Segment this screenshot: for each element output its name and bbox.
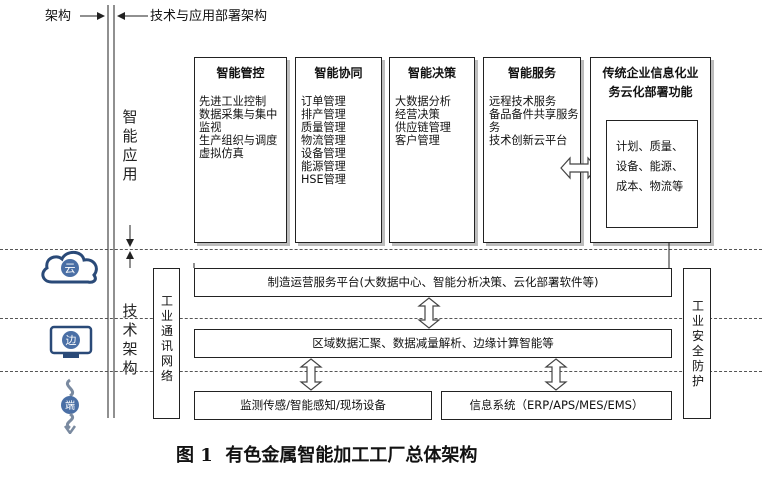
figure-caption: 图 1 有色金属智能加工工厂总体架构 [176,445,478,466]
module-item: 备品备件共享服务 [489,108,579,121]
manufacturing-platform: 制造运营服务平台(大数据中心、智能分析决策、云化部署软件等) [194,268,672,297]
module-title: 智能服务 [507,66,556,80]
module-item: 远程技术服务 [489,95,557,108]
double-arrow-edge-sensing [299,358,323,391]
module-item: 供应链管理 [395,121,451,134]
sensing-label: 监测传感/智能感知/现场设备 [240,398,386,412]
layer-divider-edge [0,318,762,319]
sensing-devices: 监测传感/智能感知/现场设备 [194,391,432,420]
module-item: 生产组织与调度 [199,134,278,147]
side-comm-label: 工业通讯网络 [160,294,173,383]
module-item: 大数据分析 [395,95,451,108]
module-smart-collaboration: 智能协同 订单管理 排产管理 质量管理 物流管理 设备管理 能源管理 HSE管理 [295,57,382,243]
information-systems: 信息系统（ERP/APS/MES/EMS） [441,391,672,420]
module-item: 质量管理 [301,121,346,134]
module-item: 经营决策 [395,108,440,121]
traditional-inner-box: 计划、质量、 设备、能源、 成本、物流等 [606,120,698,228]
module-item: 能源管理 [301,160,346,173]
end-layer-label: 端 [65,399,75,412]
edge-layer-label: 边 [66,334,77,347]
layer-divider-end [0,371,762,372]
module-item: HSE管理 [301,173,346,186]
module-item: 设备管理 [301,147,346,160]
edge-bar-label: 区域数据汇聚、数据减量解析、边缘计算智能等 [312,336,554,350]
module-title: 智能管控 [216,66,265,80]
axis-label-smart-app: 智能应用 [122,108,138,183]
traditional-item: 成本、物流等 [616,180,684,193]
module-item: 数据采集与集中 [199,108,278,121]
header-deploy-label: 技术与应用部署架构 [150,9,268,24]
end-device-icon: 端 [55,378,85,438]
cloud-icon: 云 [38,248,102,290]
side-security: 工业安全防护 [683,268,711,419]
double-arrow-platform-edge [417,297,441,329]
module-item: 技术创新云平台 [489,134,568,147]
info-system-label: 信息系统（ERP/APS/MES/EMS） [469,398,644,412]
side-comm-network: 工业通讯网络 [153,268,180,419]
module-smart-decision: 智能决策 大数据分析 经营决策 供应链管理 客户管理 [389,57,475,243]
module-title: 智能协同 [314,66,363,80]
cloud-layer-label: 云 [65,262,76,275]
module-smart-control: 智能管控 先进工业控制 数据采集与集中 监视 生产组织与调度 虚拟仿真 [194,57,287,243]
traditional-title-line2: 务云化部署功能 [608,85,693,99]
module-item: 监视 [199,121,222,134]
module-traditional-cloud: 传统企业信息化业 务云化部署功能 计划、质量、 设备、能源、 成本、物流等 [590,57,711,243]
module-title: 智能决策 [407,66,456,80]
module-item: 虚拟仿真 [199,147,244,160]
module-item: 订单管理 [301,95,346,108]
module-smart-service: 智能服务 远程技术服务 备品备件共享服务 务 技术创新云平台 [483,57,581,243]
edge-computing-bar: 区域数据汇聚、数据减量解析、边缘计算智能等 [194,329,672,358]
layer-divider-cloud [0,249,762,250]
platform-label: 制造运营服务平台(大数据中心、智能分析决策、云化部署软件等) [267,275,599,289]
module-item: 务 [489,121,501,134]
side-security-label: 工业安全防护 [691,299,704,388]
traditional-item: 设备、能源、 [616,160,684,173]
axis-label-tech-arch: 技术架构 [122,302,138,377]
module-item: 物流管理 [301,134,346,147]
edge-monitor-icon: 边 [49,325,93,365]
header-arch-label: 架构 [45,9,72,24]
module-item: 排产管理 [301,108,346,121]
module-item: 先进工业控制 [199,95,267,108]
double-arrow-edge-info [544,358,568,391]
traditional-item: 计划、质量、 [616,140,684,153]
module-item: 客户管理 [395,134,440,147]
traditional-title-line1: 传统企业信息化业 [602,66,699,80]
